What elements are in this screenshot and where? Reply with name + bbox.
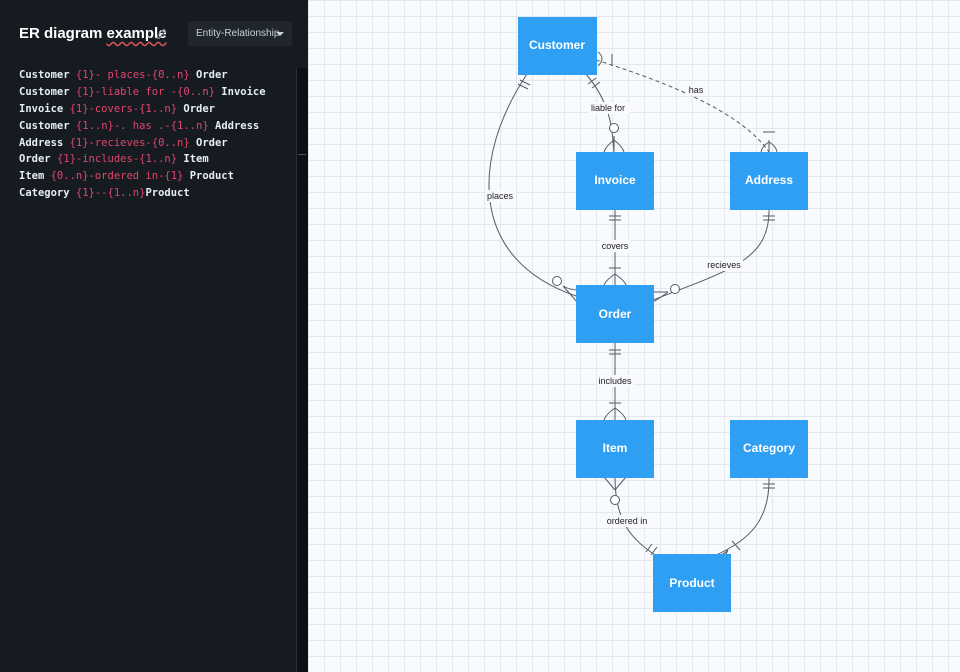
svg-text:Category: Category (743, 441, 795, 455)
relation-label-liable-for: liable for (588, 102, 629, 114)
relation-line-places (488, 73, 577, 297)
entity-product[interactable]: Product (653, 554, 731, 612)
relation-label-places: places (485, 190, 516, 202)
relation-line-has (595, 59, 770, 153)
svg-text:covers: covers (602, 241, 629, 251)
code-entity-token: Product (183, 170, 234, 183)
svg-text:Customer: Customer (529, 38, 585, 52)
diagram-type-value: Entity-Relationship (196, 28, 280, 39)
entity-item[interactable]: Item (576, 420, 654, 478)
entity-invoice[interactable]: Invoice (576, 152, 654, 210)
relation-line-liable-for (585, 73, 615, 153)
code-line[interactable]: Customer {1}- places-{0..n} Order (19, 67, 266, 84)
title-text-end: example (106, 25, 167, 42)
code-entity-token: Address (19, 136, 70, 149)
svg-text:Address: Address (745, 173, 793, 187)
code-entity-token: Invoice (19, 102, 70, 115)
entity-address[interactable]: Address (730, 152, 808, 210)
title-text-start: ER diagram (19, 25, 103, 42)
code-line[interactable]: Item {0..n}-ordered in-{1} Product (19, 168, 266, 185)
svg-text:Product: Product (669, 576, 714, 590)
cardinality-markers (517, 51, 778, 566)
chevron-down-icon (276, 32, 284, 36)
svg-text:Order: Order (599, 307, 632, 321)
svg-text:has: has (689, 85, 704, 95)
relation-label-includes: includes (597, 375, 634, 387)
relation-label-ordered-in: ordered in (604, 515, 650, 527)
code-cardinality-token: {1}-includes-{1..n} (56, 153, 178, 166)
code-cardinality-token: {1}--{1..n} (75, 187, 146, 200)
code-entity-token: Order (189, 136, 228, 149)
entity-customer[interactable]: Customer (518, 17, 597, 75)
document-title[interactable]: ER diagram example (19, 24, 167, 44)
svg-text:ordered in: ordered in (607, 516, 648, 526)
er-diagram: places liable for has covers recieves in… (485, 17, 808, 612)
entity-order[interactable]: Order (576, 285, 654, 343)
relation-line-recieves (652, 208, 770, 301)
svg-text:liable for: liable for (591, 103, 625, 113)
code-sidebar: ER diagram example Entity-Relationship C… (0, 0, 309, 672)
code-entity-token: Item (19, 170, 51, 183)
code-entity-token: Product (145, 187, 190, 200)
relation-label-recieves: recieves (705, 259, 743, 271)
code-entity-token: Customer (19, 85, 76, 98)
code-entity-token: Order (177, 102, 215, 115)
code-entity-token: Invoice (214, 85, 266, 98)
code-entity-token: Address (208, 119, 260, 132)
code-cardinality-token: {1}-liable for -{0..n} (75, 85, 215, 98)
resize-handle[interactable] (296, 68, 309, 672)
code-line[interactable]: Category {1}--{1..n}Product (19, 185, 266, 202)
code-cardinality-token: {1}- places-{0..n} (75, 69, 190, 81)
entity-category[interactable]: Category (730, 420, 808, 478)
code-entity-token: Customer (19, 69, 76, 81)
code-line[interactable]: Invoice {1}-covers-{1..n} Order (19, 101, 266, 118)
svg-text:Invoice: Invoice (594, 173, 636, 187)
code-cardinality-token: {1}-recieves-{0..n} (69, 136, 190, 149)
code-entity-token: Category (19, 187, 76, 200)
svg-text:places: places (487, 191, 514, 201)
code-cardinality-token: {0..n}-ordered in-{1} (50, 170, 184, 183)
diagram-canvas[interactable]: places liable for has covers recieves in… (308, 0, 960, 672)
code-cardinality-token: {1}-covers-{1..n} (69, 102, 178, 115)
relation-line-category-product (713, 476, 770, 557)
code-line[interactable]: Customer {1..n}-. has .-{1..n} Address (19, 118, 266, 135)
code-line[interactable]: Address {1}-recieves-{0..n} Order (19, 135, 266, 152)
relation-label-has: has (686, 84, 706, 96)
resize-grip-mark (298, 154, 306, 155)
pencil-icon[interactable] (155, 27, 168, 40)
svg-text:Item: Item (603, 441, 628, 455)
diagram-type-select[interactable]: Entity-Relationship (188, 21, 292, 46)
code-cardinality-token: {1..n}-. has .-{1..n} (75, 119, 209, 132)
code-entity-token: Item (177, 153, 209, 166)
code-line[interactable]: Customer {1}-liable for -{0..n} Invoice (19, 84, 266, 101)
relation-label-covers: covers (600, 240, 631, 252)
code-line[interactable]: Order {1}-includes-{1..n} Item (19, 151, 266, 168)
code-entity-token: Customer (19, 119, 76, 132)
code-entity-token: Order (189, 69, 228, 81)
svg-text:includes: includes (598, 376, 632, 386)
code-entity-token: Order (19, 153, 57, 166)
svg-text:recieves: recieves (707, 260, 741, 270)
